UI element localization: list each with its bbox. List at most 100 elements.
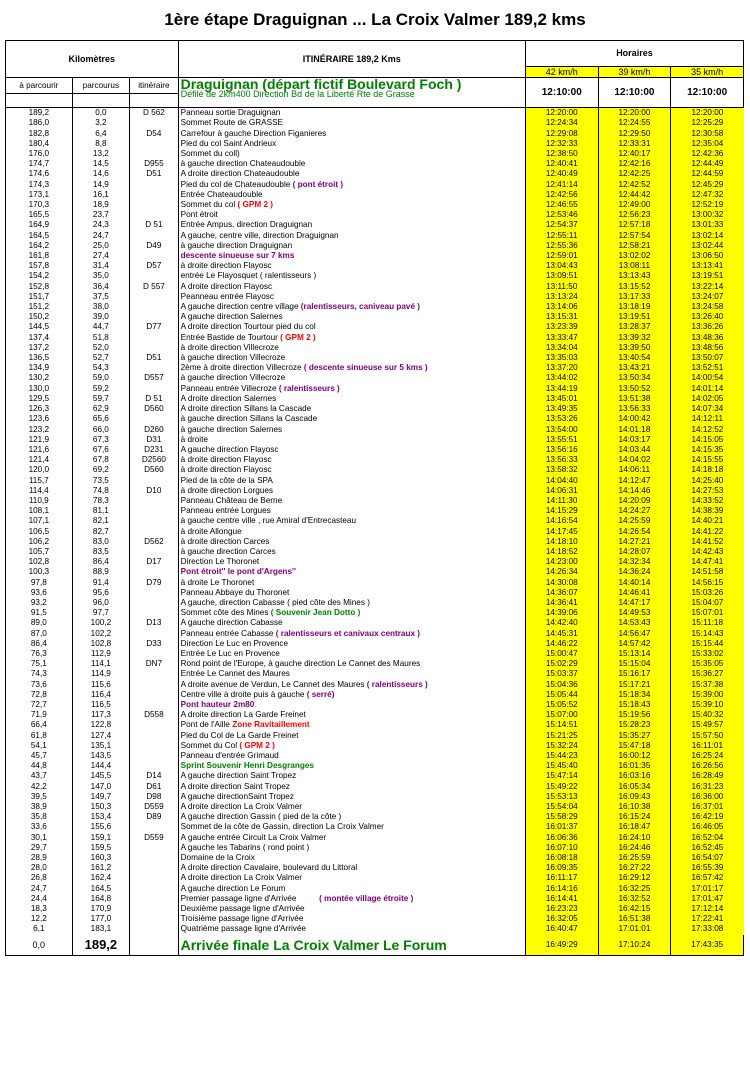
km-a-parcourir: 24,4 [5, 893, 73, 905]
time-35: 13:02:14 [670, 230, 744, 241]
location-text: A droite direction Tourtour pied du col [180, 322, 316, 332]
time-39: 13:13:43 [597, 271, 671, 282]
km-a-parcourir: 42,2 [5, 781, 73, 792]
km-a-parcourir: 105,7 [5, 546, 73, 558]
itinerary-location: à droite Allongue [178, 526, 526, 537]
km-a-parcourir: 121,6 [5, 444, 73, 456]
location-text: à gauche direction Salernes [180, 424, 283, 434]
time-39: 16:15:24 [597, 812, 671, 823]
time-42: 13:45:01 [524, 393, 599, 405]
kilometres-header: Kilomètres [5, 39, 179, 79]
itinerary-location: A droite direction Saint Tropez [178, 781, 526, 792]
route-number: D2560 [129, 455, 179, 466]
time-42: 13:54:00 [524, 424, 599, 435]
route-number: D79 [129, 577, 179, 588]
time-42: 15:45:40 [524, 761, 599, 772]
time-39: 13:15:52 [597, 281, 671, 292]
time-35: 15:40:32 [670, 710, 744, 721]
time-39: 14:53:43 [597, 618, 671, 629]
time-42: 13:44:19 [524, 383, 599, 394]
itinerary-location: A gauche les Tabarins ( rond point ) [178, 842, 526, 854]
km-a-parcourir: 189,2 [5, 107, 73, 119]
location-highlight: ( descente sinueuse sur 5 kms ) [303, 363, 428, 373]
time-42: 14:17:45 [524, 526, 599, 537]
route-number: D89 [129, 812, 179, 823]
time-39: 12:42:16 [597, 159, 671, 170]
route-number [129, 873, 179, 884]
time-35: 13:02:44 [670, 240, 744, 252]
time-35: 17:01:17 [670, 883, 744, 894]
location-highlight: ( GPM 2 ) [237, 200, 273, 210]
itinerary-location: Entrée Chateaudouble [178, 189, 526, 201]
location-highlight: ( montée village étroite ) [319, 893, 414, 903]
route-number [129, 904, 179, 915]
time-42: 13:35:03 [524, 353, 599, 364]
time-42: 14:18:10 [524, 536, 599, 547]
itinerary-location: A gauche, centre ville, direction Dragui… [178, 230, 526, 241]
km-parcourus: 25,0 [71, 240, 130, 252]
itinerary-location: Sommet du Col ( GPM 2 ) [178, 740, 526, 751]
route-number: D560 [129, 404, 179, 415]
time-39: 15:18:34 [597, 689, 671, 700]
finish-label: Arrivée finale La Croix Valmer Le Forum [178, 934, 526, 956]
route-number: D 562 [129, 107, 179, 119]
route-number [129, 740, 179, 751]
time-42: 14:16:54 [524, 516, 599, 527]
km-a-parcourir: 43,7 [5, 771, 73, 782]
time-42: 13:15:31 [524, 312, 599, 323]
location-text: à gauche direction Villecroze [180, 353, 286, 363]
km-parcourus: 102,8 [71, 638, 130, 649]
km-parcourus: 114,9 [71, 669, 130, 680]
time-42: 15:44:23 [524, 751, 599, 762]
km-a-parcourir: 165,5 [5, 210, 73, 221]
time-39: 14:14:46 [597, 485, 671, 496]
route-number: D557 [129, 373, 179, 384]
time-42: 12:46:55 [524, 200, 599, 211]
km-a-parcourir: 126,3 [5, 404, 73, 415]
km-parcourus: 67,3 [71, 434, 130, 445]
finish-route [129, 934, 179, 956]
route-number: DN7 [129, 659, 179, 670]
route-number: D562 [129, 536, 179, 547]
time-39: 13:50:52 [597, 383, 671, 394]
km-a-parcourir: 121,4 [5, 455, 73, 466]
time-39: 15:35:27 [597, 730, 671, 741]
time-35: 16:52:45 [670, 842, 744, 854]
route-number [129, 210, 179, 221]
start-subtitle: Défilé de 2km400 Direction Bd de la Libe… [180, 89, 415, 100]
itinerary-location: à gauche direction Chateaudouble [178, 159, 526, 170]
km-a-parcourir: 180,4 [5, 138, 73, 150]
km-a-parcourir: 107,1 [5, 516, 73, 527]
time-39: 16:01:35 [597, 761, 671, 772]
time-42: 13:23:39 [524, 322, 599, 333]
location-text: A droite direction Chateaudouble [180, 169, 300, 179]
time-35: 13:24:07 [670, 291, 744, 303]
start-time-35: 12:10:00 [670, 77, 744, 109]
location-text: Domaine de la Croix [180, 853, 255, 863]
speed-39-header: 39 km/h [597, 65, 672, 79]
itinerary-location: Pont de l'Aille Zone Ravitaillement [178, 720, 526, 731]
km-parcourus: 52,7 [71, 353, 130, 364]
location-text: Sommet du Col [180, 740, 238, 750]
location-text: à gauche direction Draguignan [180, 240, 293, 250]
time-39: 16:00:12 [597, 751, 671, 762]
km-a-parcourir: 164,9 [5, 220, 73, 231]
route-number [129, 761, 179, 772]
itinerary-location: A gauche direction Gassin ( pied de la c… [178, 812, 526, 823]
km-a-parcourir: 130,2 [5, 373, 73, 384]
km-parcourus: 116,4 [71, 689, 130, 700]
time-42: 14:26:34 [524, 567, 599, 578]
time-35: 14:40:21 [670, 516, 744, 527]
time-39: 13:02:02 [597, 251, 671, 262]
finish-parcourus: 189,2 [71, 934, 130, 956]
time-39: 14:47:17 [597, 597, 671, 609]
